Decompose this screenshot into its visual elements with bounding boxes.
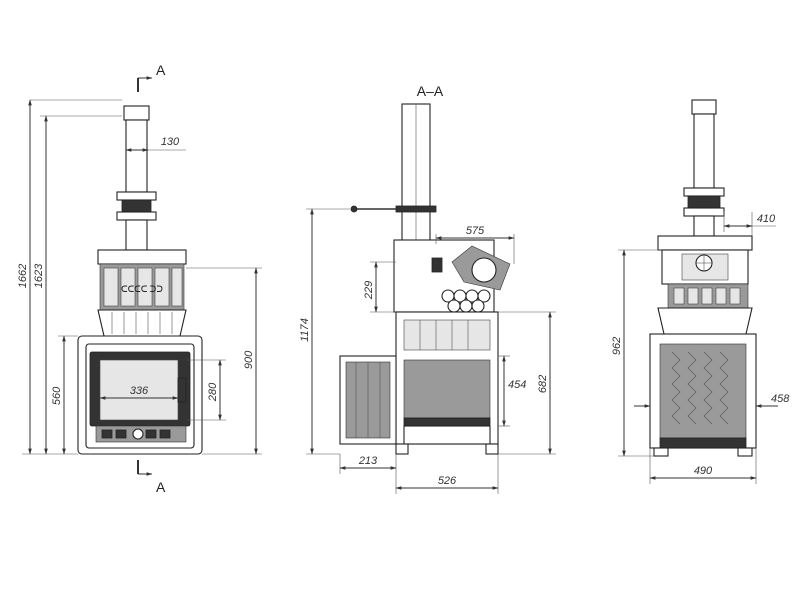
dim-label-1662: 1662: [17, 264, 29, 288]
section-mark-top-label: A: [156, 62, 166, 78]
dim-label-229: 229: [363, 281, 375, 300]
dim-stove-height: 900: [186, 267, 262, 455]
dim-label-454: 454: [508, 379, 526, 391]
dim-height-to-ring: 1623: [33, 115, 122, 455]
side-stone-box: [657, 235, 753, 309]
dim-label-962: 962: [611, 337, 623, 355]
dim-label-458: 458: [771, 393, 790, 405]
side-body: [649, 307, 757, 457]
dim-total-height-front: 1662: [17, 99, 122, 455]
dim-label-575: 575: [466, 225, 485, 237]
dim-door-height: 560: [51, 335, 78, 455]
dim-glass-width: 336: [99, 385, 179, 400]
side-view: 410 962 458 490: [611, 99, 790, 484]
dim-label-682: 682: [537, 375, 549, 393]
dim-label-410: 410: [757, 213, 776, 225]
dim-label-130: 130: [161, 136, 180, 148]
dim-label-490: 490: [694, 465, 713, 477]
section-mark-bottom-label: A: [156, 479, 166, 495]
dim-glass-height: 280: [186, 359, 226, 421]
front-view: A A ᑕᑕᑕᑕ ᑐᑐ: [17, 62, 262, 495]
dim-total-height-section: 1174: [299, 208, 350, 455]
chimney: [116, 105, 157, 251]
dim-label-213: 213: [358, 455, 378, 467]
dim-firebox-height: 454: [498, 355, 526, 427]
section-mark-bottom: A: [137, 460, 166, 495]
dim-kettle-width: 575: [435, 225, 515, 264]
dim-base-depth: 526: [395, 454, 499, 494]
dim-body-height: 682: [498, 311, 556, 455]
stone-container: ᑕᑕᑕᑕ ᑐᑐ: [97, 249, 187, 337]
dim-side-height: 962: [611, 249, 662, 457]
dim-tunnel-length: 213: [339, 454, 397, 494]
stove-body: [77, 335, 203, 455]
section-firebox: [395, 311, 499, 455]
dim-label-560: 560: [51, 386, 63, 405]
dim-flue-offset: 410: [723, 212, 776, 236]
dim-label-1174: 1174: [299, 318, 311, 342]
dim-label-1623: 1623: [33, 263, 45, 288]
dim-chimney-dia: 130: [125, 136, 186, 152]
dim-label-900: 900: [243, 350, 255, 369]
section-stone-box: [393, 239, 511, 313]
dim-label-336: 336: [130, 385, 149, 397]
side-chimney: [683, 99, 725, 237]
section-title: A–A: [417, 83, 444, 99]
section-mark-top: A: [137, 62, 166, 92]
dim-label-280: 280: [207, 382, 219, 402]
svg-text:ᑕᑕᑕᑕ ᑐᑐ: ᑕᑕᑕᑕ ᑐᑐ: [121, 284, 163, 294]
dim-label-526: 526: [438, 475, 457, 487]
dim-side-offset: 458: [634, 393, 790, 408]
section-tunnel: [339, 355, 397, 445]
section-view: A–A: [299, 83, 556, 494]
dim-side-width: 490: [649, 448, 757, 484]
dim-stone-box-height: 229: [363, 261, 396, 313]
